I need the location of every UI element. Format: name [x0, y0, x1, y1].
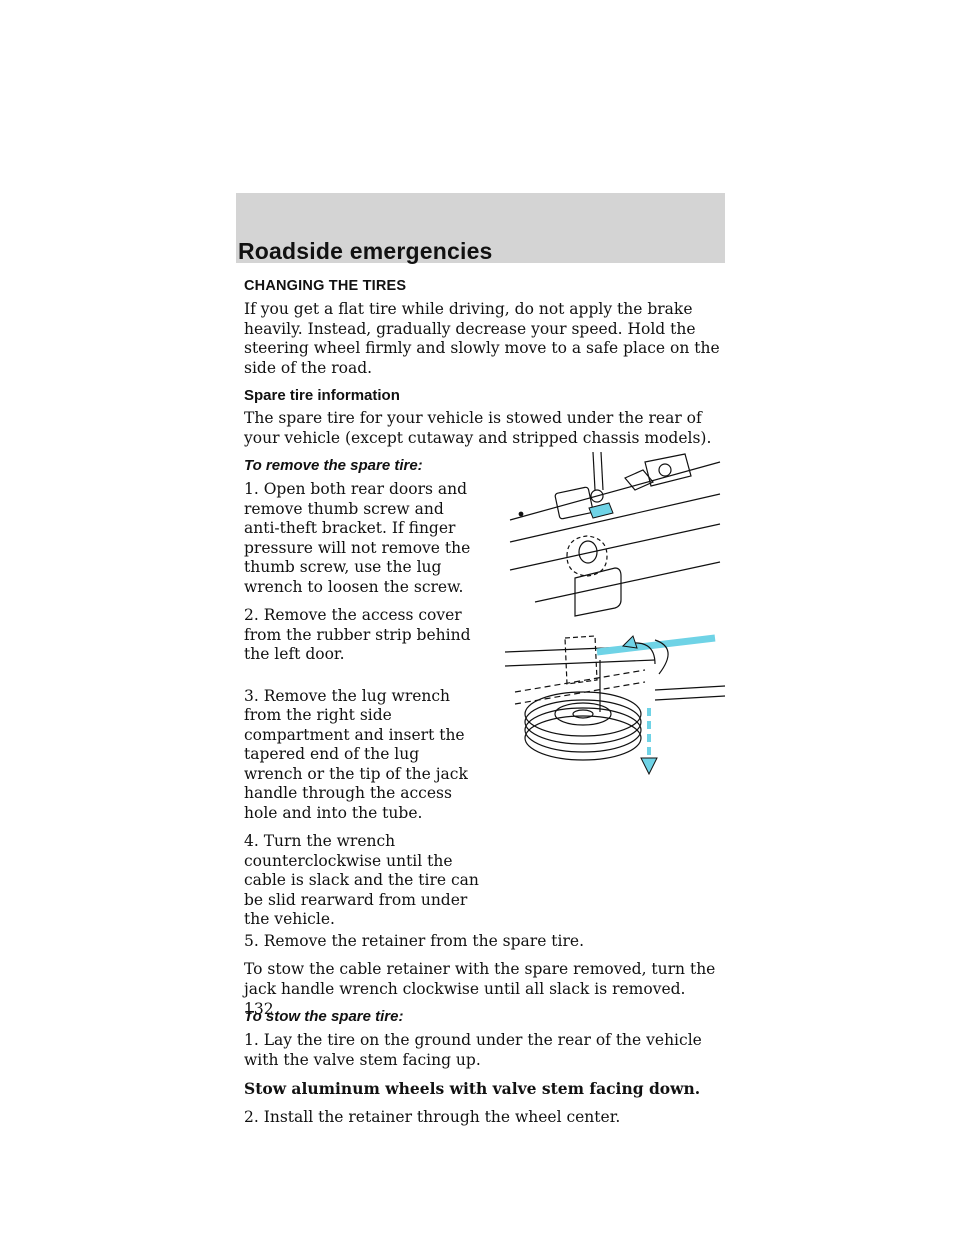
page-number: 132: [244, 1000, 274, 1018]
remove-step-2: 2. Remove the access cover from the rubb…: [244, 606, 471, 663]
stow-cable-paragraph: To stow the cable retainer with the spar…: [244, 960, 716, 998]
main-content: CHANGING THE TIRES If you get a flat tir…: [244, 278, 734, 1136]
remove-step-5: 5. Remove the retainer from the spare ti…: [244, 931, 584, 950]
thumb-screw-illustration: [509, 452, 721, 617]
intro-paragraph: If you get a flat tire while driving, do…: [244, 300, 720, 377]
remove-heading: To remove the spare tire:: [244, 457, 423, 474]
spare-info-paragraph: The spare tire for your vehicle is stowe…: [244, 409, 712, 447]
section-heading: CHANGING THE TIRES: [244, 278, 407, 294]
remove-step-4: 4. Turn the wrench counterclockwise unti…: [244, 832, 479, 928]
header-band: [236, 193, 725, 263]
spare-info-heading: Spare tire information: [244, 387, 400, 404]
stow-note: Stow aluminum wheels with valve stem fac…: [244, 1079, 701, 1098]
spare-tire-illustration: [505, 634, 726, 776]
remove-step-1: 1. Open both rear doors and remove thumb…: [244, 480, 471, 596]
page-title: Roadside emergencies: [238, 238, 493, 264]
stow-step-1: 1. Lay the tire on the ground under the …: [244, 1031, 702, 1069]
remove-step-3: 3. Remove the lug wrench from the right …: [244, 686, 468, 822]
stow-heading: To stow the spare tire:: [244, 1008, 404, 1025]
stow-step-2: 2. Install the retainer through the whee…: [244, 1107, 621, 1126]
